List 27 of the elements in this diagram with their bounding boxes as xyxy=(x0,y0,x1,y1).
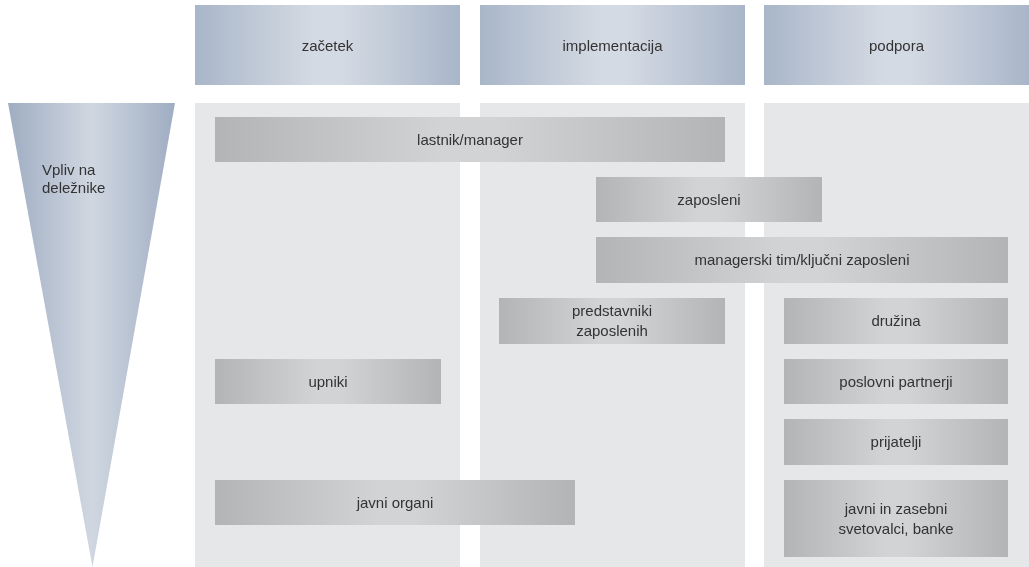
stakeholder-box xyxy=(784,359,1008,404)
stakeholder-box xyxy=(784,419,1008,465)
stakeholder-box xyxy=(784,298,1008,344)
box-label: managerski tim/ključni zaposleni xyxy=(694,250,910,270)
stakeholder-box xyxy=(596,177,822,222)
stakeholder-box xyxy=(215,480,575,525)
box-label: zaposleni xyxy=(677,189,741,210)
stakeholder-box xyxy=(215,359,441,404)
stakeholder-box xyxy=(215,117,725,162)
box-label: lastnik/manager xyxy=(417,129,523,150)
box-label: podpora xyxy=(868,36,925,54)
stakeholder-box xyxy=(499,298,725,344)
phase-header xyxy=(764,5,1029,85)
box-label: družina xyxy=(871,311,921,331)
box-label: poslovni partnerji xyxy=(839,371,953,392)
axis-label: Vpliv na deležnike xyxy=(42,161,107,197)
box-label: upniki xyxy=(308,371,348,392)
box-label: javni organi xyxy=(356,492,434,513)
phase-header xyxy=(480,5,745,85)
box-label: javni in zasebni svetovalci, banke xyxy=(837,498,955,539)
box-label: implementacija xyxy=(562,36,663,54)
stakeholder-box xyxy=(784,480,1008,557)
stakeholder-box xyxy=(596,237,1008,283)
box-label: prijatelji xyxy=(870,432,922,452)
box-label: začetek xyxy=(301,36,354,54)
box-label: predstavniki zaposlenih xyxy=(570,301,653,341)
phase-header xyxy=(195,5,460,85)
